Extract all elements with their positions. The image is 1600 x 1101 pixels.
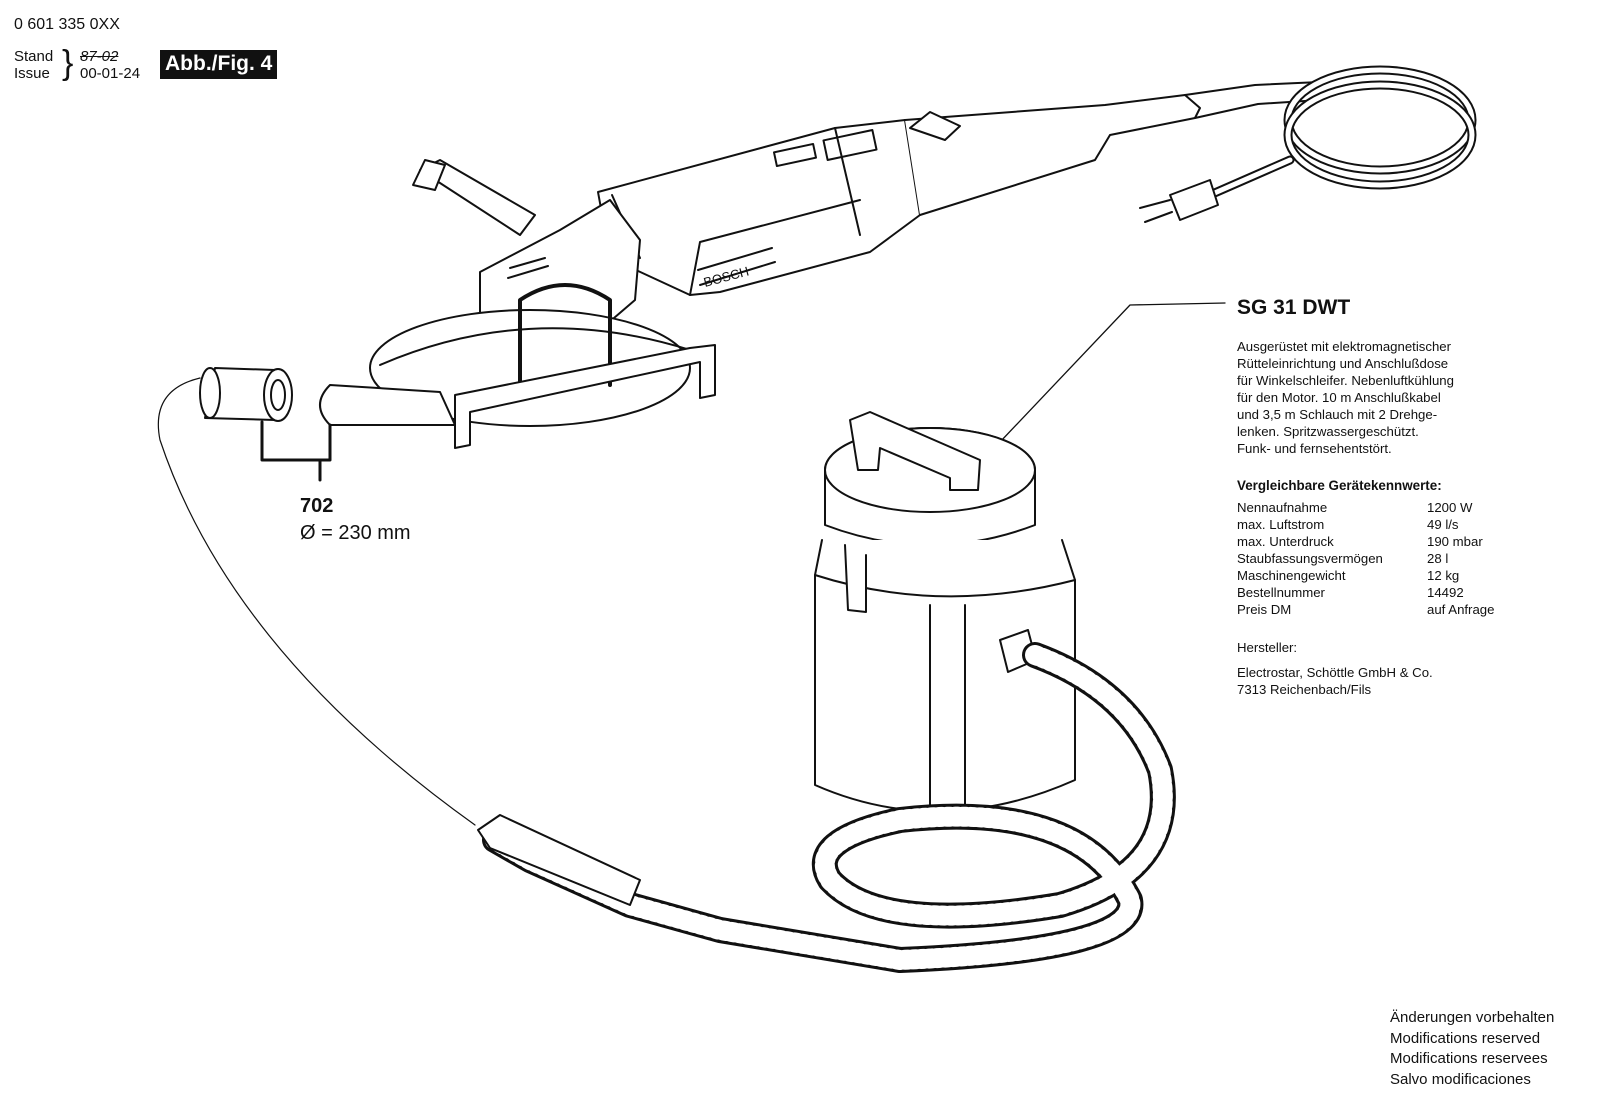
figure-badge: Abb./Fig. 4 [160,50,278,79]
spec-label: max. Luftstrom [1237,517,1325,532]
spec-value: 1200 W [1427,500,1473,515]
spec-label: Nennaufnahme [1237,500,1328,515]
product-description: Ausgerüstet mit elektromagnetischer Rütt… [1237,338,1537,457]
description-line: für Winkelschleifer. Nebenluftkühlung [1237,373,1454,388]
description-line: für den Motor. 10 m Anschlußkabel [1237,390,1441,405]
part-702-illustration [199,367,332,482]
manufacturer-address: Electrostar, Schöttle GmbH & Co. 7313 Re… [1237,664,1557,698]
specs-table: Nennaufnahme 1200 W max. Luftstrom 49 l/… [1237,499,1527,618]
manufacturer-line: Electrostar, Schöttle GmbH & Co. [1237,665,1433,680]
issue-dates: 87-02 00-01-24 [80,48,140,82]
hose-to-nozzle-leader [157,377,476,826]
spec-row: max. Luftstrom 49 l/s [1237,516,1527,533]
spec-value: 190 mbar [1427,534,1483,549]
manufacturer-line: 7313 Reichenbach/Fils [1237,682,1372,697]
product-title: SG 31 DWT [1237,296,1351,319]
description-line: Rütteleinrichtung und Anschlußdose [1237,356,1449,371]
old-date: 87-02 [80,48,119,65]
part-702-diameter: Ø = 230 mm [300,522,411,544]
description-line: Funk- und fernsehentstört. [1237,441,1392,456]
spec-row: max. Unterdruck 190 mbar [1237,533,1527,550]
spec-value: 49 l/s [1427,517,1459,532]
spec-label: Preis DM [1237,602,1292,617]
description-line: lenken. Spritzwassergeschützt. [1237,424,1419,439]
brace-glyph: } [62,44,74,82]
part-702-label: 702 [300,495,334,517]
manufacturer-label: Hersteller: [1237,640,1298,655]
description-line: und 3,5 m Schlauch mit 2 Drehge- [1237,407,1438,422]
spec-value: 12 kg [1427,568,1460,583]
spec-row: Nennaufnahme 1200 W [1237,499,1527,516]
spec-row: Bestellnummer 14492 [1237,584,1527,601]
spec-label: max. Unterdruck [1237,534,1334,549]
callout-leader [999,302,1226,443]
spec-value: 28 l [1427,551,1449,566]
notice-line: Modifications reserved [1390,1029,1541,1047]
angle-grinder-illustration: BOSCH [319,65,1477,449]
spec-row: Staubfassungsvermögen 28 l [1237,550,1527,567]
spec-label: Maschinengewicht [1237,568,1346,583]
notice-line: Änderungen vorbehalten [1390,1009,1555,1026]
spec-row: Preis DM auf Anfrage [1237,601,1527,618]
spec-row: Maschinengewicht 12 kg [1237,567,1527,584]
stand-issue-labels: Stand Issue [14,48,53,82]
issue-label: Issue [14,65,50,82]
notice-line: Modifications reservees [1390,1050,1548,1067]
issue-date: 00-01-24 [80,65,141,82]
part-number-header: 0 601 335 0XX [14,16,120,33]
modifications-notice: Änderungen vorbehalten Modifications res… [1390,1008,1554,1090]
spec-label: Bestellnummer [1237,585,1325,600]
spec-value: 14492 [1427,585,1464,600]
spec-label: Staubfassungsvermögen [1237,551,1383,566]
specs-title: Vergleichbare Gerätekennwerte: [1237,478,1442,493]
notice-line: Salvo modificaciones [1390,1070,1531,1088]
description-line: Ausgerüstet mit elektromagnetischer [1237,339,1452,354]
vacuum-cleaner-illustration [477,411,1176,973]
stand-label: Stand [14,48,54,65]
spec-value: auf Anfrage [1427,602,1495,617]
